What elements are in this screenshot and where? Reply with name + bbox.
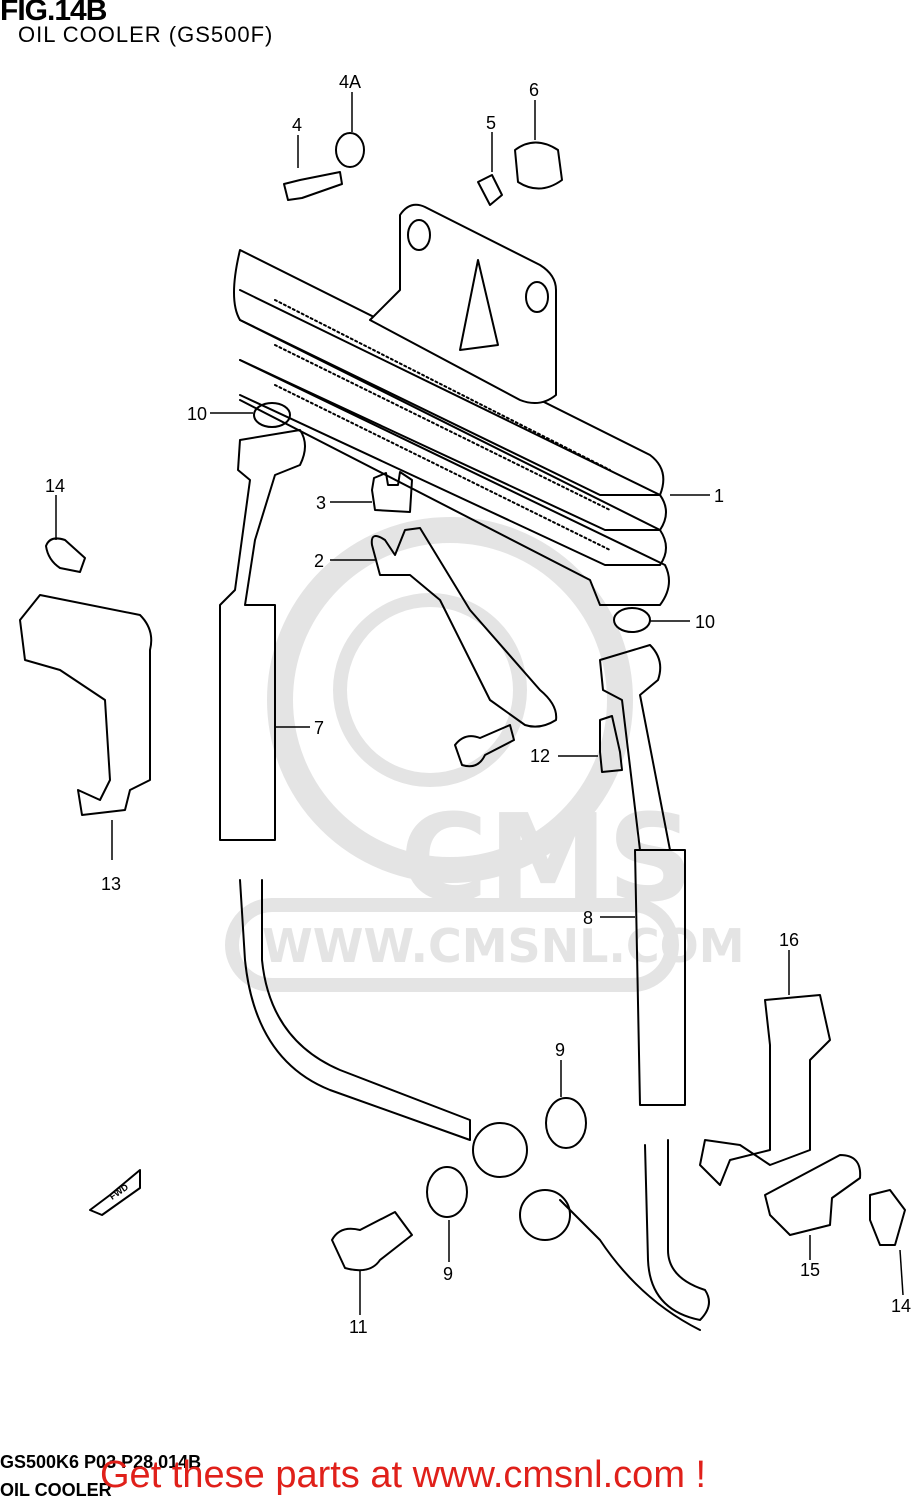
callout-5: 5 [486, 113, 496, 133]
diagram-code: GS500K6 P03 P28 014B [0, 1452, 202, 1472]
watermark: CMS WWW.CMSNL.COM [225, 517, 745, 992]
callout-9-upper: 9 [555, 1040, 565, 1060]
callout-13: 13 [101, 874, 121, 894]
part-clip [371, 471, 413, 513]
promo-link-text[interactable]: Get these parts at www.cmsnl.com ! [100, 1454, 707, 1496]
part-collar [477, 174, 503, 206]
part-hose-right [599, 644, 710, 1321]
part-washer-9-lower [426, 1166, 468, 1218]
part-bolt-14-right [869, 1189, 906, 1246]
watermark-mascot-face [333, 593, 527, 787]
callout-16: 16 [779, 930, 799, 950]
callout-2: 2 [314, 551, 324, 571]
part-bolt-4 [283, 171, 343, 201]
callout-3: 3 [316, 493, 326, 513]
callout-14-right: 14 [891, 1296, 911, 1316]
callout-9-lower: 9 [443, 1264, 453, 1284]
callout-7: 7 [314, 718, 324, 738]
callout-4: 4 [292, 115, 302, 135]
callout-14-left: 14 [45, 476, 65, 496]
part-bracket-15 [764, 1154, 862, 1236]
part-bolt-12 [599, 715, 623, 773]
figure-number: FIG.14B [0, 0, 107, 27]
part-hose-left [219, 429, 471, 1141]
watermark-url-banner [225, 898, 679, 992]
fwd-label: FWD [108, 1182, 131, 1202]
part-washer-4a [335, 132, 365, 168]
callout-11: 11 [349, 1317, 368, 1337]
part-bolt-14-left [45, 537, 86, 573]
callout-4a: 4A [339, 72, 361, 92]
callout-10-lower: 10 [695, 612, 715, 632]
part-bracket-13 [19, 594, 153, 816]
part-banjo-fitting [472, 1122, 528, 1178]
part-o-ring-upper [253, 402, 291, 428]
part-washer-9-upper [545, 1097, 587, 1149]
part-bracket-16 [699, 994, 831, 1186]
part-bracket [370, 527, 558, 728]
part-union-bolt [331, 1211, 413, 1272]
callout-12: 12 [530, 746, 550, 766]
figure-subtitle: OIL COOLER (GS500F) [18, 22, 274, 47]
callout-8: 8 [583, 908, 593, 928]
part-oil-cooler [233, 203, 670, 606]
callout-10-upper: 10 [187, 404, 207, 424]
callout-1: 1 [714, 486, 724, 506]
part-o-ring-lower [613, 607, 651, 633]
callout-15: 15 [800, 1260, 820, 1280]
part-grommet [514, 141, 563, 190]
diagram-name: OIL COOLER [0, 1480, 112, 1500]
callout-6: 6 [529, 80, 539, 100]
watermark-url: WWW.CMSNL.COM [262, 919, 745, 973]
fwd-arrow-icon [89, 1169, 141, 1216]
